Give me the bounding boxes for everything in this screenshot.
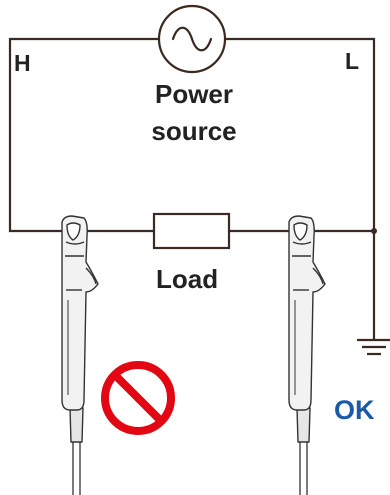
load-label: Load xyxy=(156,264,219,294)
ground-icon xyxy=(357,338,390,356)
power-source-label-line2: source xyxy=(151,116,237,146)
wire-top-left xyxy=(8,37,159,233)
terminal-label-h: H xyxy=(14,50,31,76)
clamp-probe-right xyxy=(288,215,326,495)
junction-dot xyxy=(371,228,377,234)
ac-sine-icon xyxy=(157,4,227,74)
ok-label: OK xyxy=(334,395,375,425)
terminal-label-l: L xyxy=(345,48,360,74)
prohibited-icon xyxy=(101,361,175,435)
load-resistor-icon xyxy=(152,212,231,250)
clamp-probe-left xyxy=(61,215,99,495)
power-source-label-line1: Power xyxy=(154,79,234,109)
